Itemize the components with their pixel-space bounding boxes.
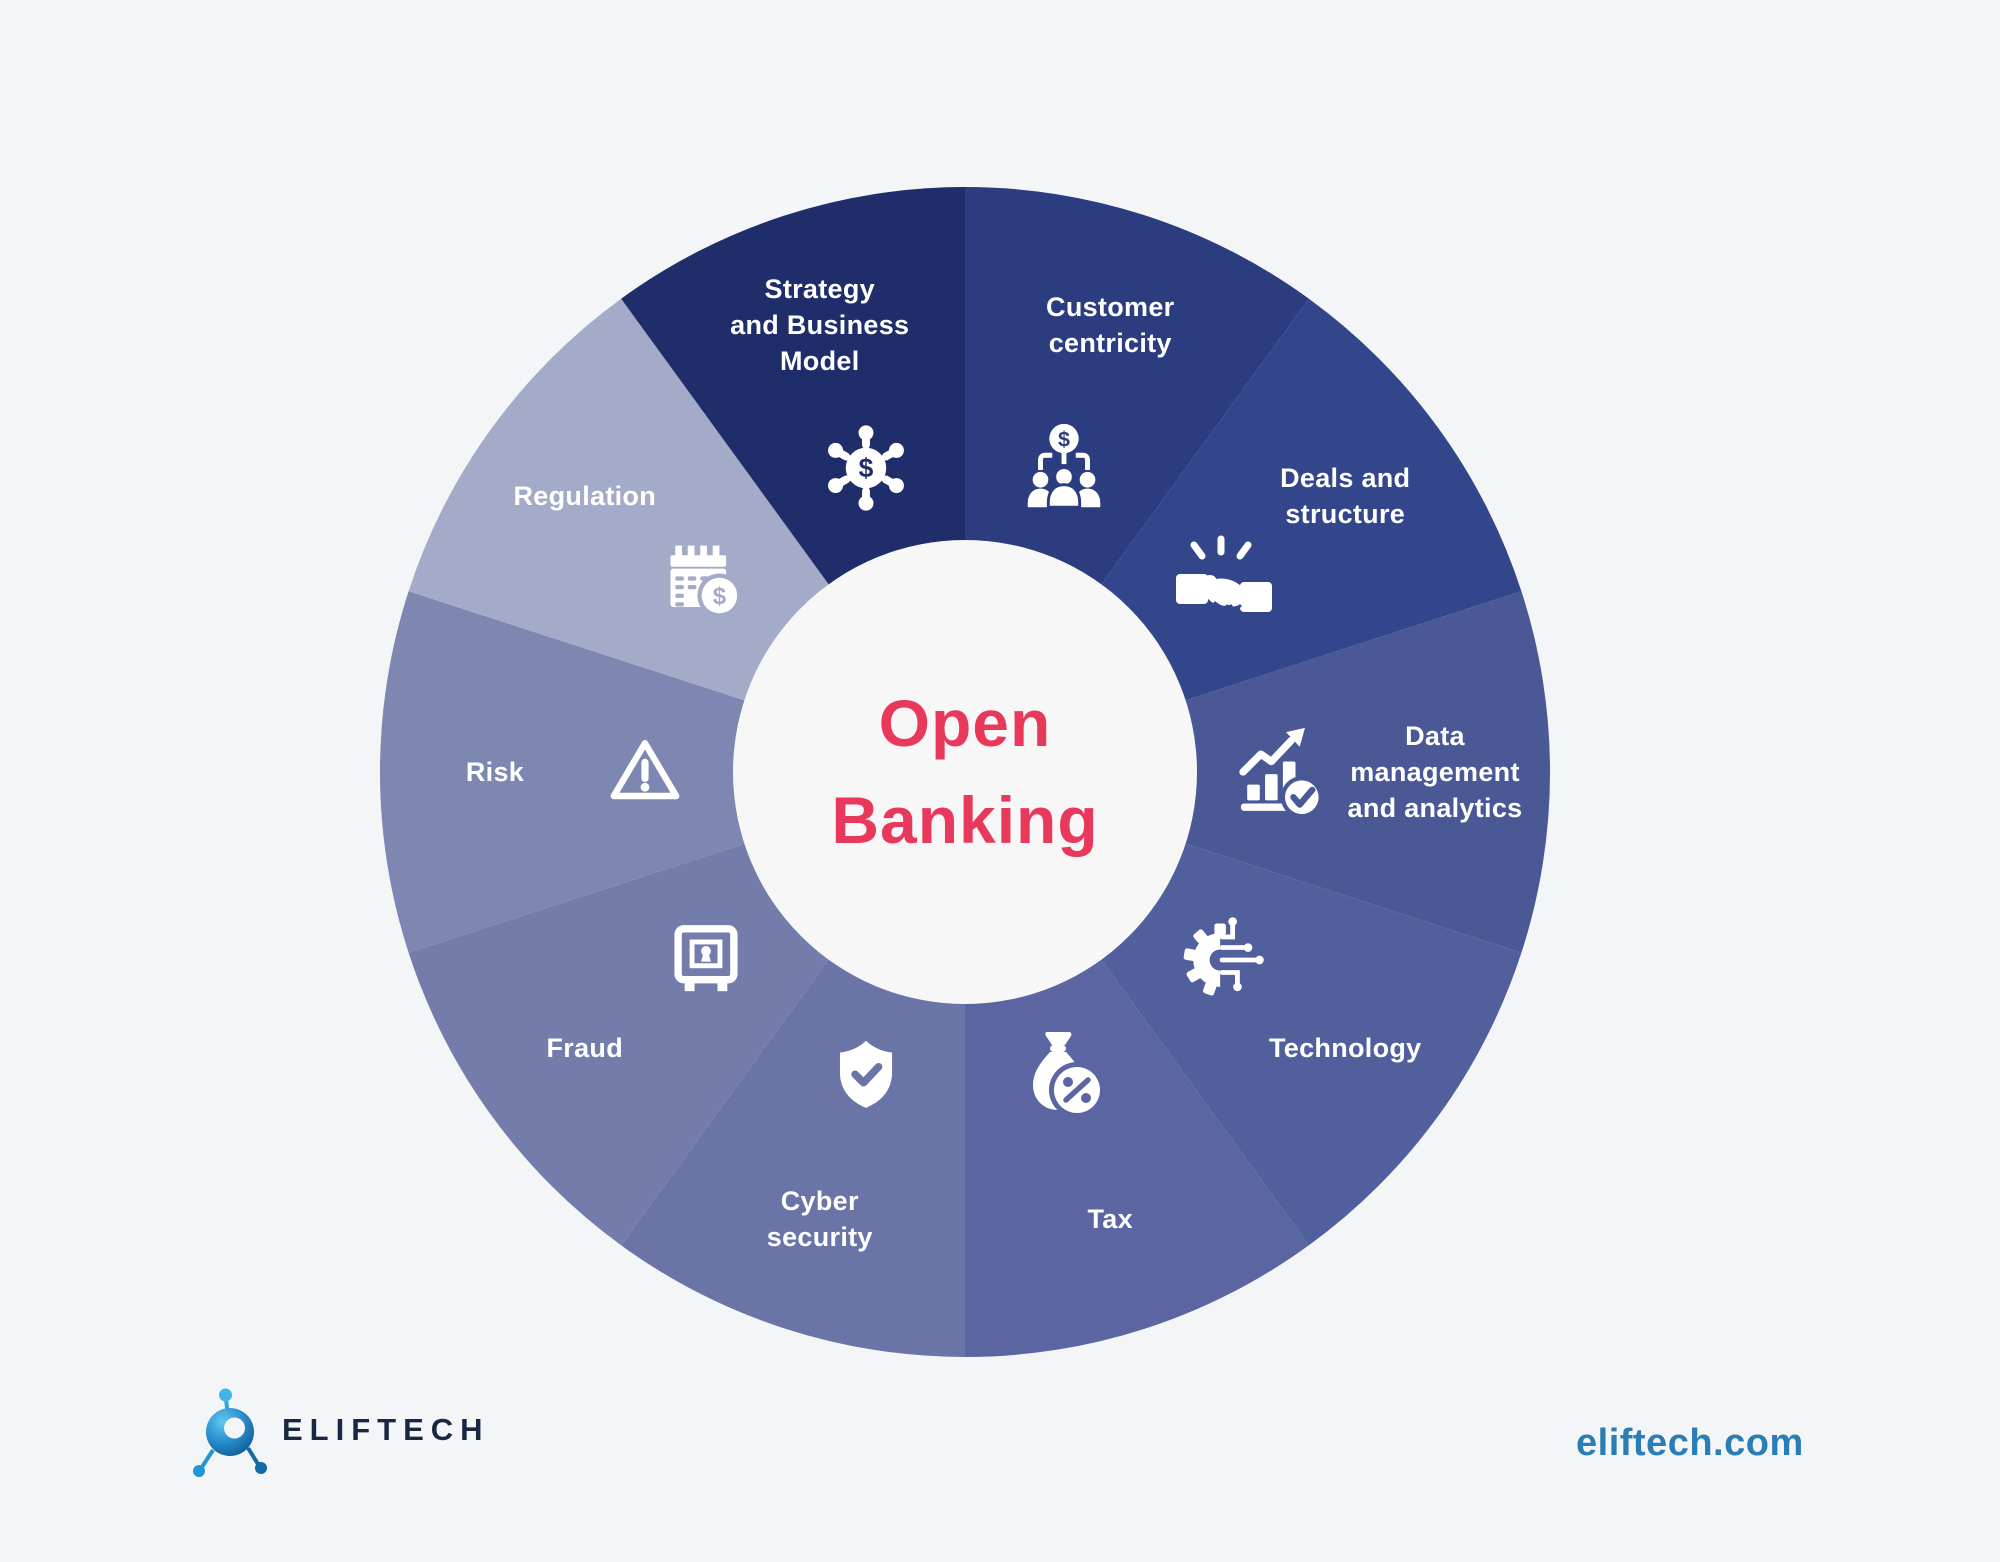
center-title-line2: Banking: [831, 783, 1099, 857]
center-circle: [733, 540, 1197, 1004]
molecule-sphere-icon: [193, 1388, 267, 1477]
center-title: Open Banking: [831, 675, 1098, 869]
website-link[interactable]: eliftech.com: [1576, 1422, 1804, 1464]
eliftech-logo: [193, 1388, 267, 1477]
center-title-line1: Open: [878, 686, 1052, 760]
brand-wordmark: ELIFTECH: [282, 1412, 490, 1447]
